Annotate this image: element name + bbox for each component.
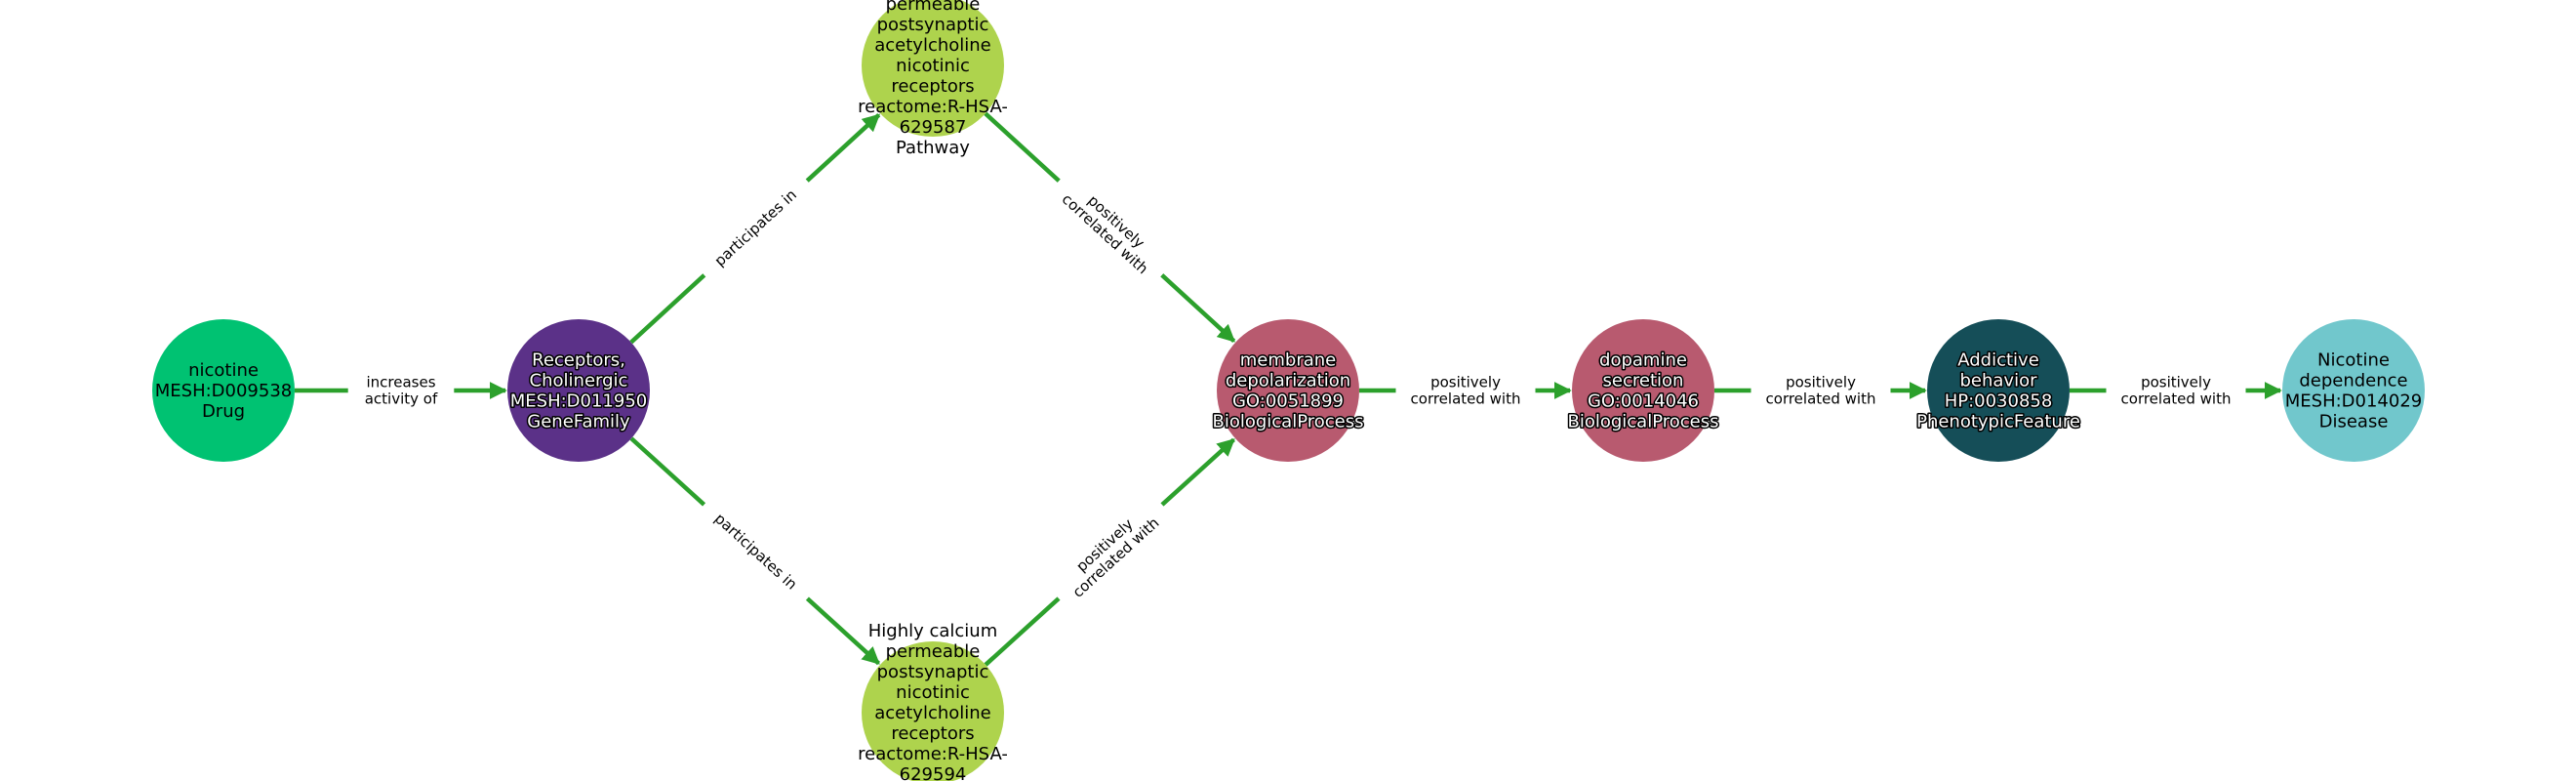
edge-label-line: positively: [1786, 373, 1856, 390]
edge-label: participates in: [697, 497, 815, 606]
node-label-line: GeneFamily: [527, 411, 630, 432]
node-label-line: nicotinic: [896, 682, 970, 703]
edge-label-line: participates in: [711, 185, 800, 269]
node-label-line: depolarization: [1226, 370, 1350, 390]
node-circle[interactable]: [2282, 319, 2425, 462]
node-label-line: nicotine: [188, 360, 259, 381]
node-label-line: Pathway: [896, 138, 970, 158]
node-label-line: receptors: [891, 723, 974, 744]
node-label-line: BiologicalProcess: [1212, 411, 1363, 432]
node-label-line: postsynaptic: [877, 15, 989, 35]
node-circle[interactable]: [507, 319, 650, 462]
node-label-line: Highly calcium: [868, 621, 998, 641]
node-addictive[interactable]: AddictivebehaviorHP:0030858PhenotypicFea…: [1915, 319, 2081, 462]
node-label-line: dopamine: [1599, 349, 1687, 370]
node-receptors[interactable]: Receptors,CholinergicMESH:D011950GeneFam…: [507, 319, 650, 462]
edge-label-background: [1046, 167, 1175, 289]
node-label-line: Receptors,: [532, 349, 625, 370]
node-label-line: 629594: [900, 764, 967, 781]
node-label-line: acetylcholine: [874, 703, 991, 723]
edge-label-line: activity of: [365, 390, 438, 407]
node-circle[interactable]: [1927, 319, 2070, 462]
node-label-line: receptors: [891, 76, 974, 97]
node-label-line: MESH:D009538: [155, 381, 293, 401]
node-label-line: HP:0030858: [1945, 390, 2053, 411]
node-circle[interactable]: [862, 641, 1004, 781]
node-dopamine[interactable]: dopaminesecretionGO:0014046BiologicalPro…: [1566, 319, 1720, 462]
edge-label-background: [2106, 372, 2246, 409]
edge-label-line: positively: [1430, 373, 1501, 390]
node-label-line: dependence: [2299, 370, 2407, 390]
node-label-line: nicotinic: [896, 56, 970, 76]
edge-label: participates in: [697, 173, 815, 283]
node-label-line: BiologicalProcess: [1567, 411, 1718, 432]
node-pathway_bottom[interactable]: Highly calciumpermeablepostsynapticnicot…: [858, 621, 1008, 781]
node-label-line: Disease: [2319, 411, 2389, 432]
node-label-line: permeable: [886, 641, 981, 662]
node-circle[interactable]: [862, 0, 1004, 137]
node-circle[interactable]: [152, 319, 295, 462]
node-label-line: MESH:D011950: [510, 390, 648, 411]
node-circle[interactable]: [1572, 319, 1714, 462]
edge-label-line: correlated with: [1411, 390, 1521, 407]
node-label-line: permeable: [886, 0, 981, 15]
edge-label-background: [1046, 490, 1175, 613]
edge-label-background: [1751, 372, 1891, 409]
node-label-line: secretion: [1603, 370, 1684, 390]
node-label-line: Drug: [202, 401, 245, 422]
node-label-line: PhenotypicFeature: [1916, 411, 2080, 432]
edge-label-background: [697, 173, 815, 283]
node-label-line: Nicotine: [2317, 349, 2390, 370]
node-label-line: Addictive: [1957, 349, 2039, 370]
node-label-line: Cholinergic: [530, 370, 628, 390]
node-label-line: membrane: [1240, 349, 1336, 370]
node-label-line: acetylcholine: [874, 35, 991, 56]
edge-label-background: [347, 372, 455, 409]
edge-label-line: participates in: [711, 510, 801, 594]
edge-label-line: positively: [2141, 373, 2211, 390]
edge-label-background: [1395, 372, 1536, 409]
node-circle[interactable]: [1217, 319, 1359, 462]
node-label-line: reactome:R-HSA-: [858, 744, 1008, 764]
node-label-line: postsynaptic: [877, 662, 989, 682]
node-label-line: MESH:D014029: [2285, 390, 2423, 411]
node-membrane[interactable]: membranedepolarizationGO:0051899Biologic…: [1211, 319, 1365, 462]
node-pathway_top[interactable]: Highly calciumpermeablepostsynapticacety…: [858, 0, 1008, 158]
node-label-line: behavior: [1959, 370, 2037, 390]
node-label-line: GO:0014046: [1588, 390, 1699, 411]
edge-label-line: correlated with: [2121, 390, 2232, 407]
edge-label-line: increases: [366, 373, 435, 390]
edge-label-line: correlated with: [1766, 390, 1876, 407]
node-label-line: 629587: [900, 117, 967, 138]
node-label-line: GO:0051899: [1232, 390, 1344, 411]
edge-label-background: [697, 497, 815, 606]
node-label-line: reactome:R-HSA-: [858, 97, 1008, 117]
